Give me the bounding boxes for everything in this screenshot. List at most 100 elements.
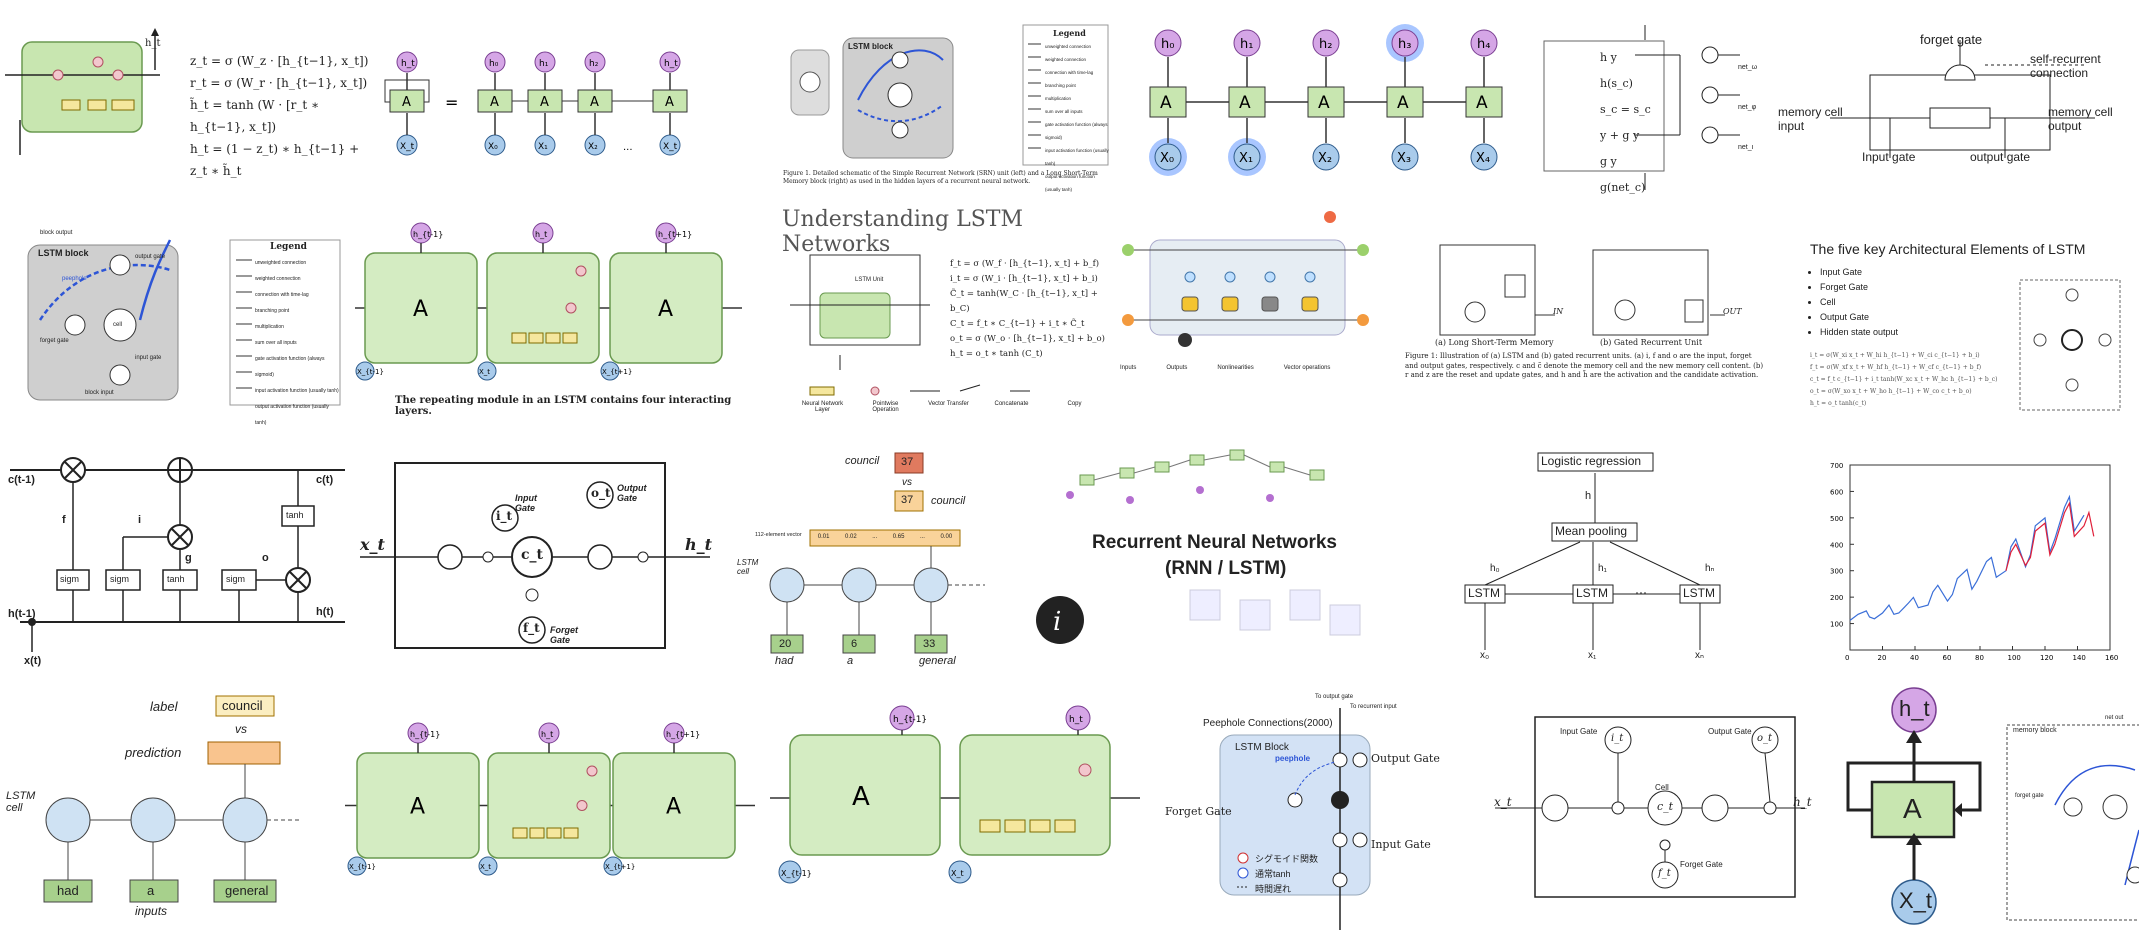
vs-label: vs (902, 477, 912, 488)
vector-value: ... (872, 534, 878, 540)
cell-label: A (1397, 93, 1409, 113)
h-label: h₂ (589, 59, 599, 69)
x-tick-label: 100 (2008, 654, 2021, 662)
label-text: label (150, 699, 178, 714)
y-tick-label: 100 (1830, 621, 1843, 629)
lstm-cell-label: LSTM cell (6, 790, 36, 814)
input-word: general (225, 883, 269, 898)
mini-panel (1289, 589, 1321, 621)
ellipsis: ··· (1635, 585, 1647, 599)
h-node (1233, 29, 1261, 57)
o-gate-symbol: o_t (1757, 733, 1773, 744)
repeating-module-caption: The repeating module in an LSTM contains… (395, 395, 732, 417)
memory-cell-output-label: memory cell output (2048, 105, 2113, 133)
council-top-diagram (769, 452, 985, 654)
element-list-item: Output Gate (1820, 310, 1898, 325)
memory-cell-input-label: memory cell input (1778, 105, 1843, 133)
srn-caption: Figure 1. Detailed schematic of the Simp… (783, 170, 1098, 185)
repeating-module-3-diagram: Ah_{t-1}X_{t-1}h_tX_t (770, 705, 1140, 884)
x-node (355, 361, 375, 381)
cell-label: cell (113, 322, 123, 328)
h-label: h_t (541, 730, 553, 739)
h-label: h₂ (1319, 37, 1332, 52)
y-tick-label: 700 (1830, 462, 1843, 470)
h-prev-label: h(t-1) (8, 608, 36, 620)
legend-item: unweighted connection (255, 260, 307, 266)
x-label: x(t) (24, 655, 42, 667)
lstm-box-diagram (1495, 716, 1805, 898)
nn-layer (546, 827, 562, 839)
x-node (778, 860, 802, 884)
gate-block (1261, 296, 1279, 312)
cell-box (1465, 86, 1503, 118)
svg-text:i_t = σ(W_xi x_t + W_hi h_{t−1: i_t = σ(W_xi x_t + W_hi h_{t−1} + W_ci c… (1810, 352, 1980, 359)
lstm-box-tile: Input Gate Output Gate Forget Gate Cell … (1490, 695, 1812, 932)
legend-title: Legend (270, 242, 307, 252)
lstm-equation: C̃_t = tanh(W_C · [h_{t−1}, x_t] + b_C) (950, 289, 1098, 314)
gate-cell-diagram (1543, 25, 1740, 190)
x-node (1391, 143, 1419, 171)
o-gate-symbol: o_t (591, 486, 611, 500)
tanh-label: tanh (286, 510, 304, 520)
i-gate-symbol: i_t (496, 509, 513, 523)
x-label: X_t (400, 142, 415, 152)
mini-link (1283, 466, 1311, 476)
h-label: h_{t-1} (893, 715, 927, 725)
council-label: council (931, 495, 966, 507)
legend-item: シグモイド関数 (1255, 854, 1319, 864)
legend-item: output activation function (usually tanh… (1045, 174, 1095, 192)
h-label: h_t (401, 59, 415, 69)
unrolled-rnn-diagram: h_tAX_th₀AX₀h₁AX₁h₂AX₂h_tAX_t=... (384, 51, 688, 156)
mini-link (1093, 472, 1121, 481)
x-input-label: x_t (1494, 795, 1512, 809)
c-next-label: c(t) (316, 474, 334, 486)
cell-label: Cell (1655, 783, 1669, 792)
h-label: h₁ (1240, 37, 1253, 52)
h-node (1312, 29, 1340, 57)
x-label: X₀ (1160, 151, 1174, 166)
svg-text:c_t = f_t c_{t−1} + i_t tanh(W: c_t = f_t c_{t−1} + i_t tanh(W_xc x_t + … (1810, 376, 1997, 383)
cell-label: A (540, 95, 549, 110)
cell-box (789, 734, 941, 856)
cell-label: A (410, 795, 425, 820)
nn-layer (1004, 819, 1026, 833)
h-node (659, 51, 681, 73)
legend-item: unweighted connection (1045, 44, 1092, 49)
svg-text:i: i (1053, 607, 1061, 637)
x-node (600, 361, 620, 381)
x-tick-label: 60 (1943, 654, 1952, 662)
legend-item: output activation function (usually tanh… (255, 404, 329, 426)
h-label: h₃ (1398, 37, 1411, 52)
input-word: had (775, 655, 794, 667)
h-label: h_t (664, 59, 678, 69)
nn-layer (563, 827, 579, 839)
x-label: X_t (663, 142, 678, 152)
mean-pooling-tile: Logistic regression h Mean pooling LSTM … (1435, 445, 1735, 670)
svg-text:h_t = o_t tanh(c_t): h_t = o_t tanh(c_t) (1810, 400, 1866, 407)
peephole-tile: Peephole Connections(2000) To output gat… (1165, 690, 1440, 932)
legend-item: Concatenate (994, 401, 1029, 407)
rnn-poster-subtitle: (RNN / LSTM) (1165, 558, 1287, 579)
inputs-label: inputs (135, 904, 168, 918)
lstm-gru-figure-text: Figure 1: Illustration of (a) LSTM and (… (1405, 352, 1764, 379)
output-gate-label: output gate (1970, 150, 2031, 164)
cell-label: A (402, 95, 411, 110)
x-label: X_t (951, 869, 964, 878)
rnn-poster-tile: i Recurrent Neural Networks (RNN / LSTM) (1036, 440, 1380, 670)
net-label: net_φ (1738, 104, 1757, 111)
peephole-title: Peephole Connections(2000) (1203, 718, 1333, 729)
x-tick-label: 120 (2040, 654, 2053, 662)
mini-panel (1239, 599, 1271, 631)
forget-gate-label: forget gate (1920, 32, 1983, 47)
net-out-label: net out (2105, 715, 2124, 721)
gate-block (1301, 296, 1319, 312)
